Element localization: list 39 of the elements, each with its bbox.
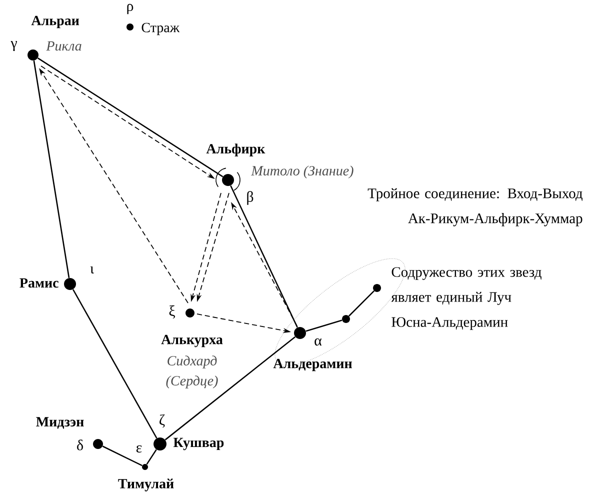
line	[348, 290, 374, 316]
line	[33, 60, 70, 278]
node-label: γ	[10, 40, 17, 52]
node-label: Митоло (Знание)	[251, 166, 354, 178]
node-label: ξ	[169, 305, 176, 319]
node-label: ε	[136, 445, 142, 453]
node-label: Кушвар	[173, 438, 224, 450]
note: Тройное соединение: Вход-Выход Ак-Рикум-Альфирк-Хуммар	[368, 188, 582, 226]
line	[102, 446, 142, 466]
star: Тимулай	[118, 464, 174, 492]
node-label: ρ	[127, 4, 134, 14]
star: ξ Алькурха Сидхард (Сердце)	[161, 305, 223, 388]
node-label: Альраи	[31, 16, 80, 28]
node-label: Альдерамин	[273, 358, 352, 372]
node-label: ι	[90, 266, 94, 274]
node-label: Тимулай	[118, 478, 174, 492]
line	[164, 336, 296, 440]
note: Содружество этих звезд являет единый Луч Юсна-Альдерамин	[391, 267, 542, 330]
node-label: ζ	[160, 414, 165, 428]
node-label: δ	[77, 440, 83, 450]
node-label: α	[314, 338, 322, 346]
star: Альраи γ Рикла	[10, 16, 82, 60]
line	[306, 320, 342, 332]
line	[146, 449, 157, 465]
node-label: Сидхард (Сердце)	[166, 356, 218, 388]
line	[72, 289, 158, 438]
star: ι Рамис	[20, 266, 94, 290]
node-label: Рамис	[20, 278, 58, 288]
star: ζ ε Кушвар	[136, 414, 224, 453]
node-label: Страж	[142, 22, 180, 36]
node-label: Алькурха	[161, 334, 223, 348]
star: Альфирк Митоло (Знание) β	[206, 144, 354, 205]
star: α Альдерамин	[273, 327, 352, 372]
node-label: Альфирк	[206, 144, 266, 156]
node-label: Мидзэн	[36, 417, 84, 429]
star: ρ Страж	[126, 4, 180, 36]
node-label: Рикла	[46, 41, 82, 51]
star: Мидзэн δ	[36, 417, 103, 450]
node-label: β	[247, 191, 254, 205]
